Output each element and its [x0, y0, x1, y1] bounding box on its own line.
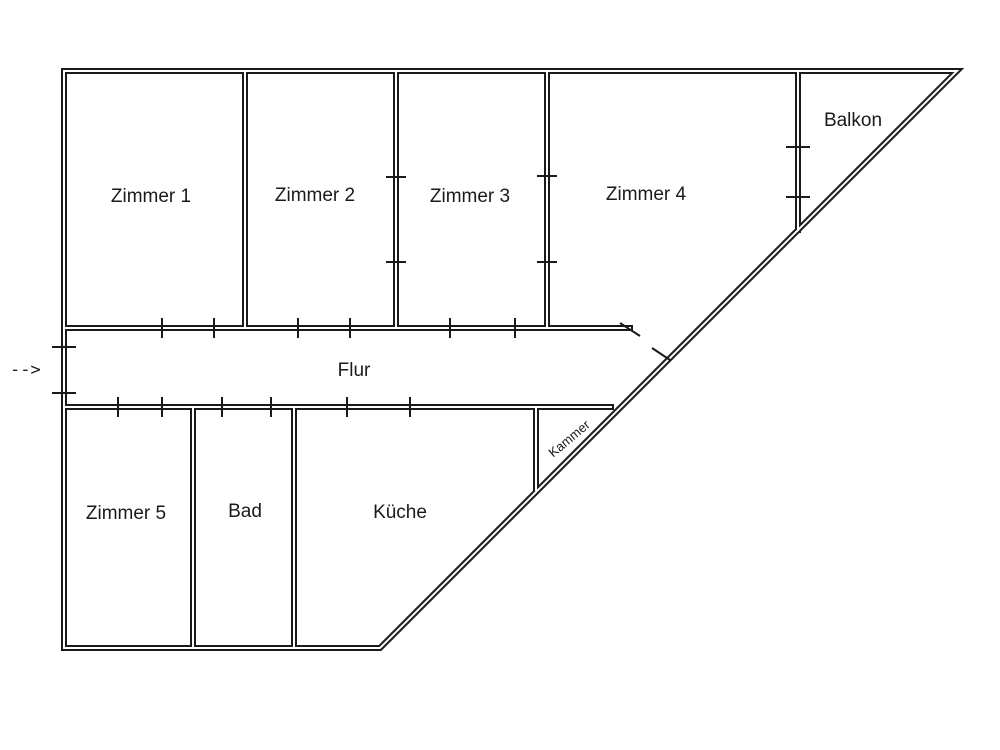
room-label-zimmer-2: Zimmer 2	[275, 185, 355, 206]
room-label-zimmer-3: Zimmer 3	[430, 186, 510, 207]
room-label-kueche: Küche	[373, 502, 427, 523]
entrance-arrow: -->	[10, 360, 41, 380]
door-tick	[619, 322, 641, 337]
walls	[61, 68, 965, 651]
room-label-bad: Bad	[228, 501, 262, 522]
room-label-zimmer-5: Zimmer 5	[86, 503, 166, 524]
room-label-balkon: Balkon	[824, 110, 882, 131]
room-labels: Zimmer 1 Zimmer 2 Zimmer 3 Zimmer 4 Balk…	[86, 110, 882, 524]
room-label-flur: Flur	[338, 360, 371, 381]
room-label-zimmer-1: Zimmer 1	[111, 186, 191, 207]
room-label-zimmer-4: Zimmer 4	[606, 184, 687, 205]
outer-wall	[61, 68, 965, 651]
door-tick	[651, 347, 671, 361]
doors	[52, 146, 810, 417]
